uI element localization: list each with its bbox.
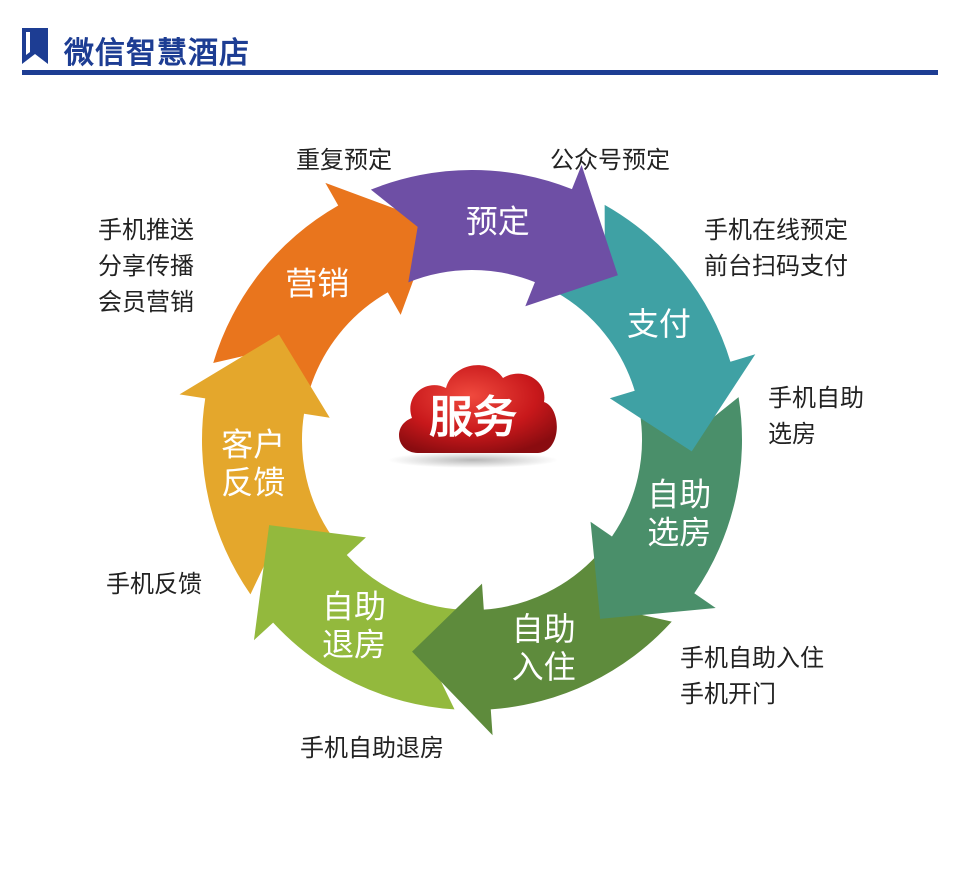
stage-label-line: 入住 [512, 648, 576, 686]
cycle-labels: 营销客户反馈自助退房自助入住自助选房支付预定 [221, 203, 711, 687]
stage-label-line: 客户 [221, 426, 285, 464]
desc-payment-1: 公众号预定 [550, 142, 670, 178]
desc-feedback: 手机反馈 [106, 566, 202, 602]
bookmark-icon [22, 28, 48, 64]
page-title: 微信智慧酒店 [64, 36, 250, 71]
stage-label-line: 选房 [647, 514, 711, 552]
stage-label-check-out: 自助退房 [322, 588, 386, 664]
stage-label-check-in: 自助入住 [512, 610, 576, 686]
desc-line: 会员营销 [98, 288, 194, 316]
desc-line: 前台扫码支付 [704, 252, 848, 280]
desc-booking: 重复预定 [296, 142, 392, 178]
stage-label-line: 自助 [512, 610, 576, 648]
desc-check-in: 手机自助入住 手机开门 [680, 640, 824, 712]
desc-line: 手机开门 [680, 680, 776, 708]
desc-marketing: 手机推送 分享传播 会员营销 [98, 212, 194, 320]
desc-line: 重复预定 [296, 146, 392, 174]
stage-label-line: 支付 [627, 305, 691, 343]
desc-line: 手机自助入住 [680, 644, 824, 672]
stage-label-payment: 支付 [627, 305, 691, 343]
cycle-arrow-marketing [213, 182, 435, 392]
header-divider [22, 70, 938, 75]
stage-label-feedback: 客户反馈 [221, 426, 285, 502]
desc-payment-2: 手机在线预定 前台扫码支付 [704, 212, 848, 284]
cycle-arrow-booking [370, 165, 618, 307]
stage-label-room-select: 自助选房 [647, 476, 711, 552]
stage-label-line: 反馈 [221, 464, 285, 502]
center-label: 服务 [429, 392, 517, 443]
stage-label-line: 自助 [322, 588, 386, 626]
desc-line: 分享传播 [98, 252, 194, 280]
cloud-icon [399, 365, 557, 453]
cycle-arrow-check-out [253, 525, 461, 710]
stage-label-line: 预定 [466, 203, 530, 241]
desc-line: 手机自助 [768, 384, 864, 412]
center-cloud: 服务 [388, 365, 558, 468]
cloud-shadow [388, 452, 558, 468]
desc-line: 选房 [768, 420, 816, 448]
desc-room-select: 手机自助 选房 [768, 380, 864, 452]
cycle-arrows [179, 165, 756, 736]
stage-label-booking: 预定 [466, 203, 530, 241]
desc-check-out: 手机自助退房 [300, 730, 444, 766]
desc-line: 手机在线预定 [704, 216, 848, 244]
page-header: 微信智慧酒店 [22, 22, 938, 76]
desc-line: 手机自助退房 [300, 734, 444, 762]
desc-line: 手机推送 [98, 216, 194, 244]
stage-label-line: 退房 [322, 626, 386, 664]
desc-line: 公众号预定 [550, 146, 670, 174]
stage-label-line: 营销 [285, 265, 349, 303]
desc-line: 手机反馈 [106, 570, 202, 598]
cycle-arrow-room-select [590, 397, 742, 619]
stage-label-line: 自助 [647, 476, 711, 514]
stage-label-marketing: 营销 [285, 265, 349, 303]
